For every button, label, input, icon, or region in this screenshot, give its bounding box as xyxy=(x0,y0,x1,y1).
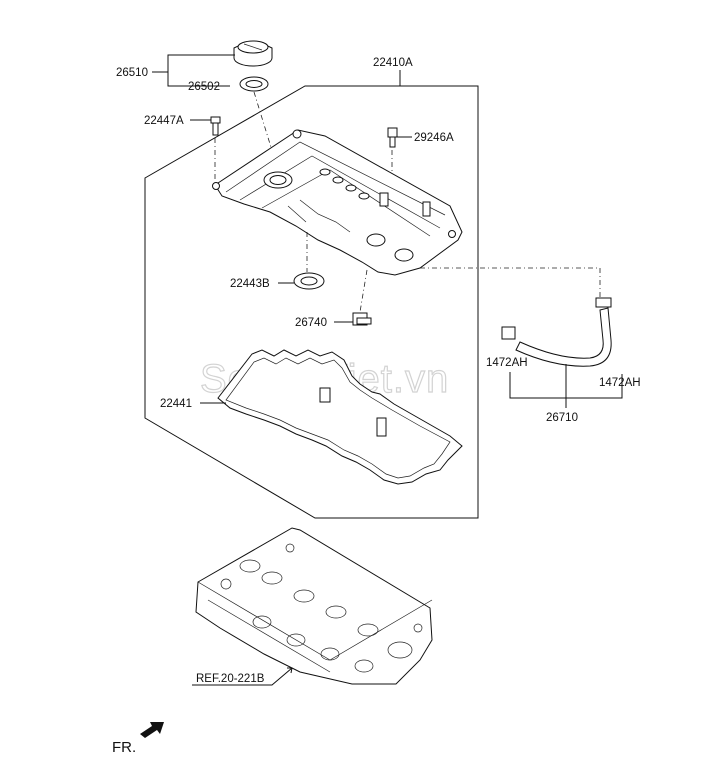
label-oil-filler-cap: 26510 xyxy=(116,67,148,79)
nipple-axis-line xyxy=(359,269,368,313)
cover-gasket xyxy=(200,349,463,485)
label-hose-clamp-left: 1472AH xyxy=(486,357,528,369)
label-bolt: 22447A xyxy=(144,115,184,127)
breather-hose xyxy=(501,297,623,408)
cylinder-head xyxy=(192,527,433,686)
label-cover-gasket: 22441 xyxy=(160,398,192,410)
breather-axis-line xyxy=(420,267,601,298)
label-breather-hose: 26710 xyxy=(546,412,578,424)
assembly-boundary xyxy=(144,70,479,519)
pcv-valve xyxy=(387,127,412,148)
spark-plug-seal xyxy=(278,272,325,290)
label-spark-plug-seal: 22443B xyxy=(230,278,270,290)
label-cap-gasket: 26502 xyxy=(188,81,220,93)
cap-leader xyxy=(152,54,235,87)
front-arrow-icon xyxy=(140,722,164,738)
label-pcv-valve: 29246A xyxy=(414,132,454,144)
breather-nipple xyxy=(334,312,372,326)
label-hose-clamp-right: 1472AH xyxy=(599,377,641,389)
label-cylinder-head-ref: REF.20-221B xyxy=(196,673,265,685)
label-front-marker: FR. xyxy=(112,739,136,756)
label-cover-assembly: 22410A xyxy=(373,57,413,69)
valve-cover xyxy=(212,129,463,276)
cap-gasket xyxy=(239,76,269,92)
bolt xyxy=(190,116,221,136)
oil-filler-cap xyxy=(233,40,273,67)
label-breather-nipple: 26740 xyxy=(295,317,327,329)
